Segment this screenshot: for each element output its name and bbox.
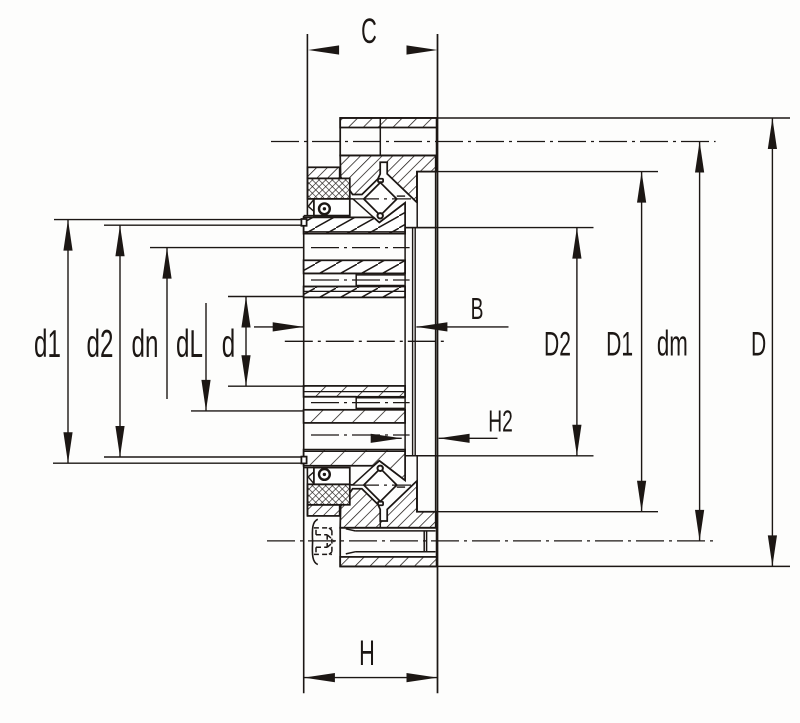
svg-text:dL: dL [176, 322, 203, 365]
svg-text:C: C [361, 13, 377, 51]
svg-text:H: H [359, 635, 375, 673]
svg-text:H2: H2 [488, 405, 513, 439]
svg-text:D2: D2 [544, 324, 571, 362]
svg-text:B: B [471, 293, 484, 327]
svg-text:d2: d2 [87, 322, 114, 365]
svg-text:d: d [222, 322, 235, 365]
svg-text:dm: dm [657, 324, 688, 364]
svg-text:D: D [751, 324, 766, 362]
svg-text:d1: d1 [34, 322, 61, 365]
svg-text:dn: dn [132, 322, 159, 365]
svg-text:D1: D1 [606, 324, 633, 362]
